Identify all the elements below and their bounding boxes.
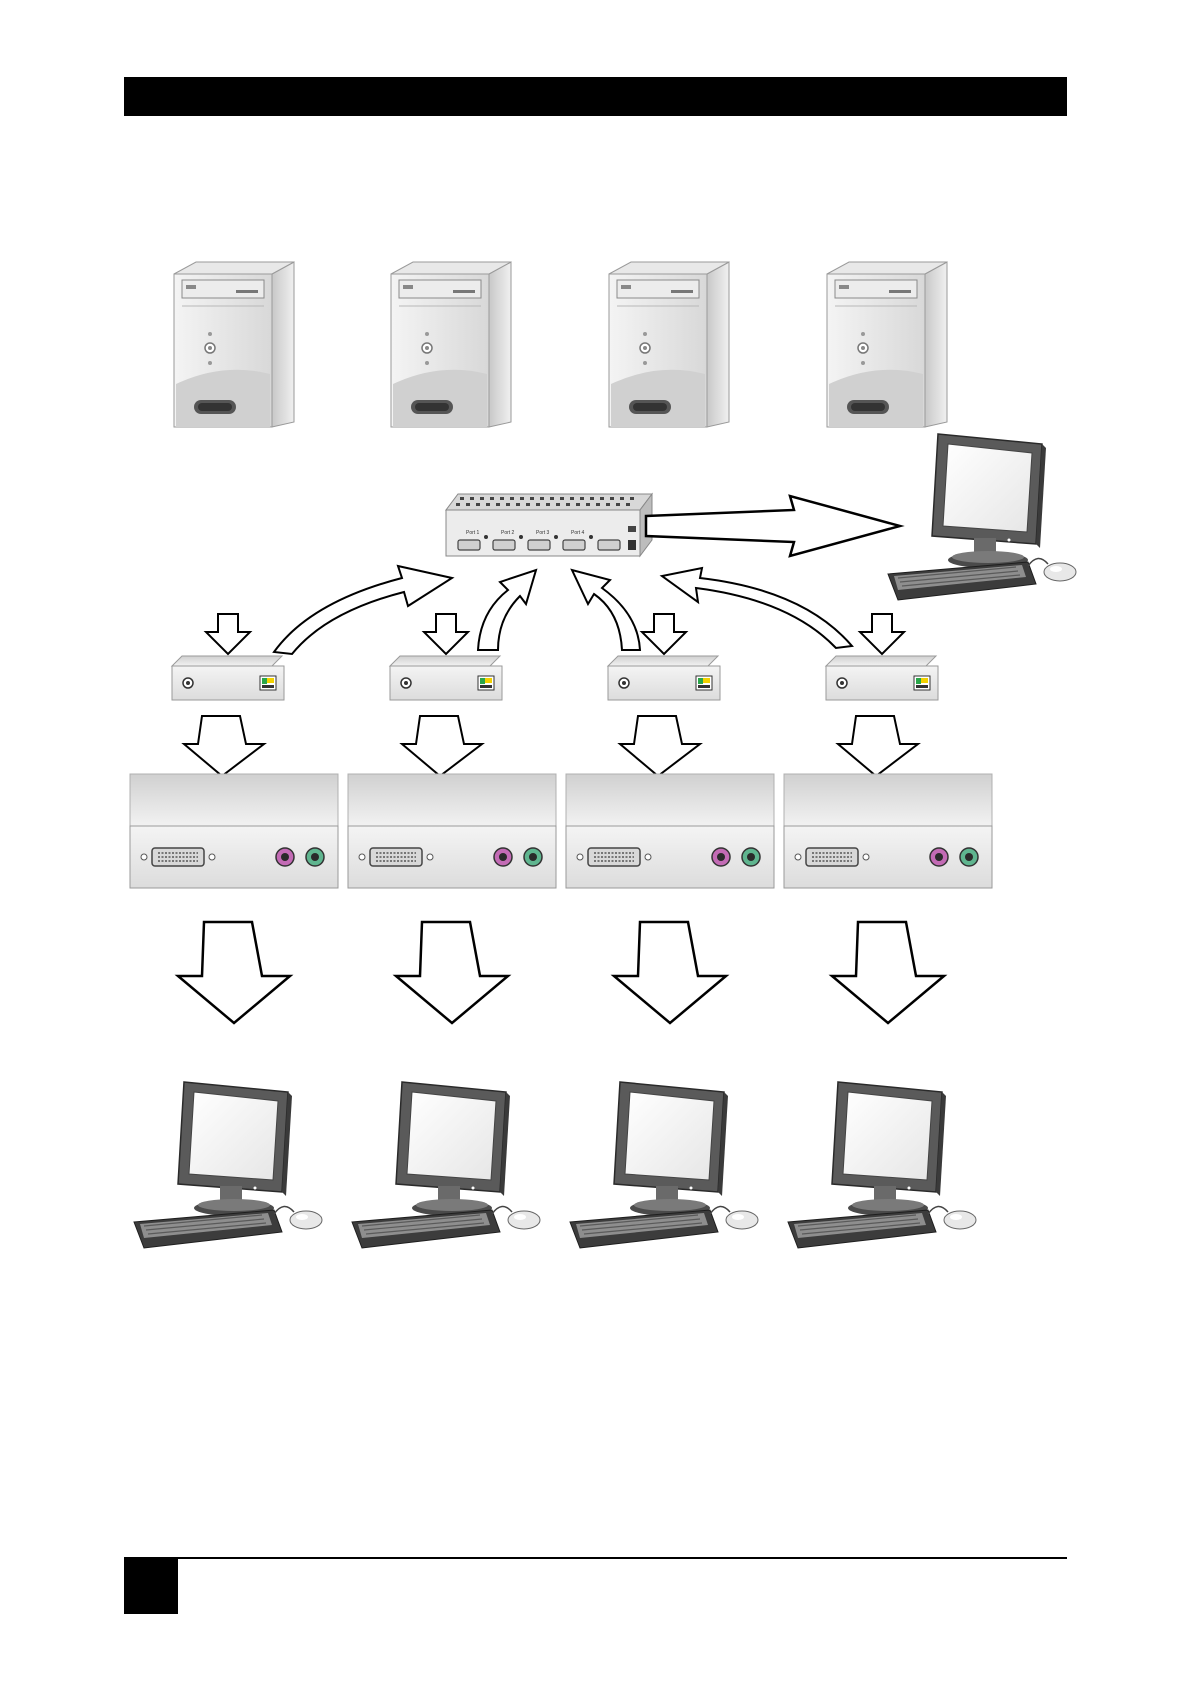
arrow-tx-rx-3	[620, 716, 700, 776]
transmitter-2	[390, 656, 502, 700]
arrow-to-tx-2	[424, 614, 468, 654]
remote-console-2	[352, 1082, 540, 1248]
switch-port-label-3: Port 3	[536, 530, 550, 536]
transmitter-4	[826, 656, 938, 700]
local-console	[888, 434, 1076, 600]
transmitter-1	[172, 656, 284, 700]
remote-console-1	[134, 1082, 322, 1248]
kvm-switch: Port 1 Port 2 Port 3 Port 4	[446, 494, 652, 556]
switch-port-label-2: Port 2	[501, 530, 515, 536]
transmitter-3	[608, 656, 720, 700]
arrow-rx-console-2	[396, 922, 508, 1023]
arrow-tx-rx-2	[402, 716, 482, 776]
arrow-rx-console-3	[614, 922, 726, 1023]
switch-to-console-arrow	[646, 496, 900, 556]
receiver-3	[566, 774, 774, 888]
footer-rule	[124, 1557, 1067, 1559]
switch-port-label-1: Port 1	[466, 530, 480, 536]
arrow-rx-console-1	[178, 922, 290, 1023]
computer-4	[827, 262, 947, 427]
arrow-tx-rx-1	[184, 716, 264, 776]
page-number-tab	[124, 1557, 178, 1614]
remote-console-4	[788, 1082, 976, 1248]
receiver-1	[130, 774, 338, 888]
computer-3	[609, 262, 729, 427]
arrow-to-tx-3	[642, 614, 686, 654]
computer-2	[391, 262, 511, 427]
curved-arrow-4	[662, 568, 852, 648]
receiver-4	[784, 774, 992, 888]
arrow-tx-rx-4	[838, 716, 918, 776]
arrow-to-tx-1	[206, 614, 250, 654]
receiver-2	[348, 774, 556, 888]
switch-port-label-4: Port 4	[571, 530, 585, 536]
curved-arrow-2	[478, 570, 536, 650]
arrow-to-tx-4	[860, 614, 904, 654]
curved-arrow-3	[572, 570, 640, 650]
remote-console-3	[570, 1082, 758, 1248]
computer-1	[174, 262, 294, 427]
curved-arrow-1	[274, 566, 452, 654]
arrow-rx-console-4	[832, 922, 944, 1023]
